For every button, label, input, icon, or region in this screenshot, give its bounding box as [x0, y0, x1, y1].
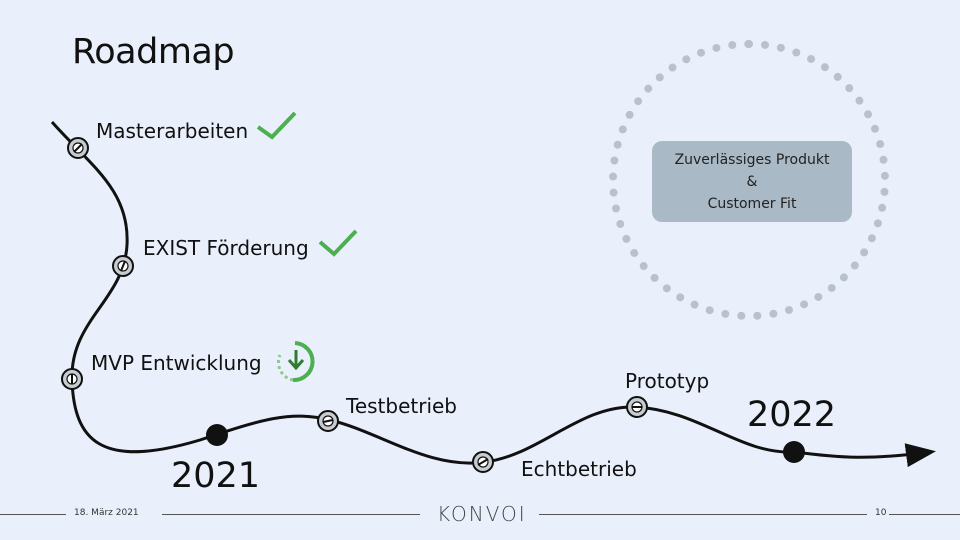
- goal-line-3: Customer Fit: [707, 195, 797, 212]
- milestone-testbetrieb: Testbetrieb: [346, 394, 458, 418]
- in-progress-download-icon: [276, 341, 315, 383]
- check-icon: [318, 229, 358, 257]
- node-masterarbeiten: [67, 137, 89, 159]
- footer-divider: [162, 514, 420, 515]
- milestone-exist: EXIST Förderung: [143, 236, 309, 260]
- node-echtbetrieb: [472, 451, 494, 473]
- footer-divider: [889, 514, 960, 515]
- year-marker-2022: [783, 441, 805, 463]
- goal-box: Zuverlässiges Produkt & Customer Fit: [652, 141, 852, 222]
- konvoi-logo: KONVOI: [437, 502, 527, 526]
- milestone-mvp: MVP Entwicklung: [91, 351, 262, 375]
- goal-line-2: &: [746, 173, 758, 190]
- node-mvp: [61, 368, 83, 390]
- year-marker-2021: [206, 424, 228, 446]
- goal-ring: [609, 40, 889, 320]
- milestone-masterarbeiten: Masterarbeiten: [96, 119, 249, 143]
- node-prototyp: [626, 396, 648, 418]
- page-number: 10: [875, 508, 887, 518]
- footer-divider: [0, 514, 66, 515]
- footer-date: 18. März 2021: [74, 508, 139, 518]
- milestone-echtbetrieb: Echtbetrieb: [521, 457, 637, 481]
- footer-divider: [539, 514, 867, 515]
- year-label-2022: 2022: [747, 395, 837, 435]
- node-exist: [112, 255, 134, 277]
- check-icon: [256, 111, 297, 140]
- page-title: Roadmap: [72, 32, 235, 72]
- year-label-2021: 2021: [171, 456, 261, 496]
- goal-line-1: Zuverlässiges Produkt: [674, 151, 830, 168]
- milestone-prototyp: Prototyp: [625, 369, 710, 393]
- node-testbetrieb: [317, 410, 339, 432]
